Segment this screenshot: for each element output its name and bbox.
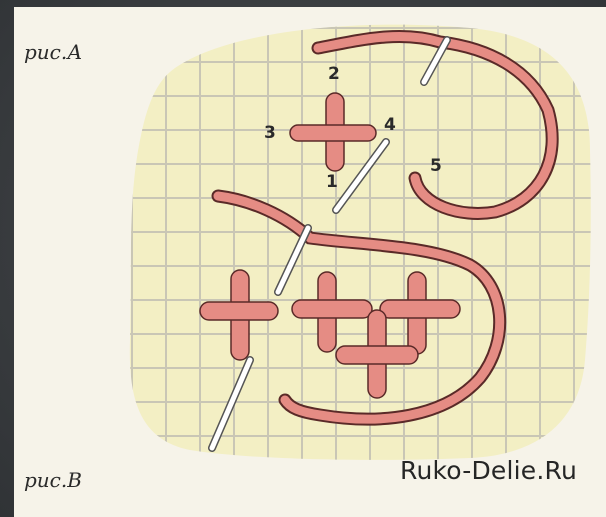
figure-b-caption: рис.В: [24, 468, 82, 492]
figure-a-horizontal-stitch: [290, 125, 376, 141]
step-label-4: 4: [384, 115, 396, 135]
step-label-3: 3: [264, 123, 276, 143]
step-label-5: 5: [430, 156, 442, 176]
step-label-1: 1: [326, 172, 338, 192]
site-watermark: Ruko-Delie.Ru: [400, 456, 577, 485]
figure-a-caption: рис.А: [24, 40, 82, 64]
step-label-2: 2: [328, 64, 340, 84]
